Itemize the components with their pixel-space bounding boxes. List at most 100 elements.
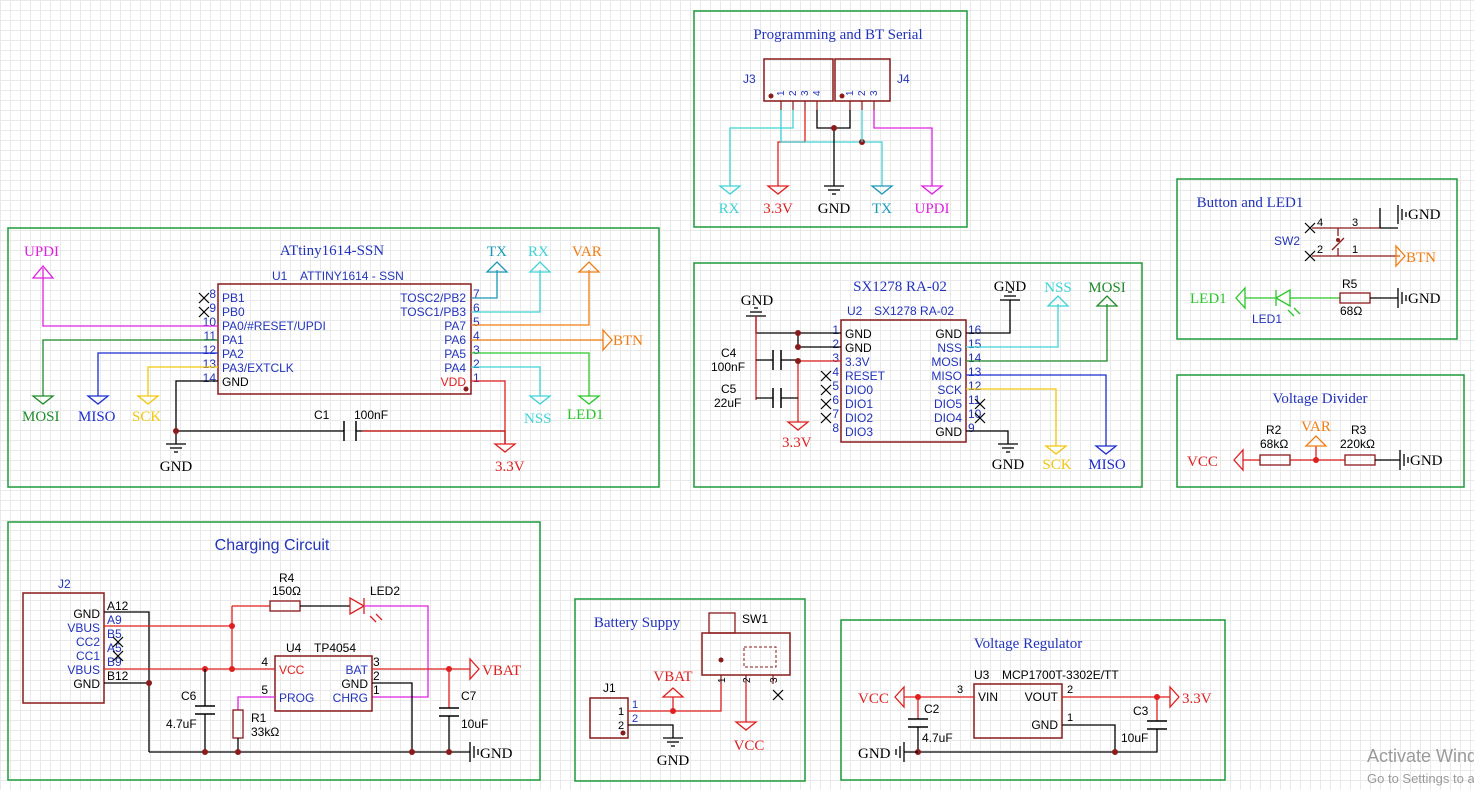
svg-text:16: 16: [968, 323, 982, 337]
svg-text:1: 1: [717, 677, 728, 683]
port-arrow-icon: [1094, 445, 1118, 455]
resistor-icon[interactable]: [1344, 454, 1376, 466]
svg-text:LED1: LED1: [1252, 312, 1282, 326]
ground-icon: [166, 443, 186, 453]
port-arrow-icon: [1395, 244, 1406, 268]
switch-icon[interactable]: [701, 632, 791, 676]
svg-text:3.3V: 3.3V: [845, 355, 870, 369]
svg-text:B12: B12: [107, 669, 129, 683]
pin-name: PA6: [444, 333, 466, 347]
frame-regulator: [840, 619, 1226, 781]
switch-icon[interactable]: [1312, 227, 1400, 257]
svg-text:22uF: 22uF: [714, 396, 741, 410]
wire-tx: [780, 110, 883, 186]
svg-text:33kΩ: 33kΩ: [251, 725, 279, 739]
wire-sck: [147, 366, 218, 396]
svg-text:4.7uF: 4.7uF: [922, 731, 953, 745]
led-icon[interactable]: [1274, 288, 1301, 317]
connector-j2[interactable]: [22, 592, 105, 704]
capacitor-icon[interactable]: [439, 707, 459, 717]
net-label-rx: RX: [719, 201, 740, 217]
port-arrow-icon: [469, 657, 480, 681]
svg-text:DIO1: DIO1: [845, 397, 873, 411]
svg-text:3: 3: [832, 351, 839, 365]
pin-number: 2: [473, 357, 480, 371]
capacitor-icon[interactable]: [343, 421, 357, 441]
ground-icon: [469, 742, 479, 762]
capacitor-icon[interactable]: [908, 718, 928, 728]
ref-j4: J4: [897, 72, 910, 86]
frame-button-led: [1176, 178, 1458, 340]
resistor-icon[interactable]: [232, 709, 244, 739]
svg-text:2: 2: [1067, 684, 1073, 696]
svg-text:DIO4: DIO4: [934, 411, 962, 425]
svg-text:100nF: 100nF: [711, 360, 745, 374]
port-arrow-icon: [485, 261, 509, 273]
svg-text:GND: GND: [935, 425, 962, 439]
svg-text:2: 2: [742, 677, 753, 683]
svg-text:J2: J2: [58, 577, 71, 591]
ground-icon: [1397, 288, 1407, 308]
svg-text:2: 2: [373, 669, 380, 683]
ic-u3[interactable]: [973, 683, 1063, 739]
resistor-icon[interactable]: [269, 600, 301, 612]
watermark-subtitle: Go to Settings to activate Windows.: [1367, 771, 1474, 786]
svg-text:7: 7: [832, 407, 839, 421]
svg-text:C3: C3: [1133, 704, 1149, 718]
wire-rx: [729, 110, 794, 186]
section-title: ATtiny1614-SSN: [280, 243, 384, 259]
pin-name: PA4: [444, 361, 466, 375]
svg-text:TP4054: TP4054: [314, 641, 356, 655]
pin-number: 9: [209, 301, 216, 315]
pin-number: 8: [209, 287, 216, 301]
svg-text:U3: U3: [974, 668, 990, 682]
svg-text:GND: GND: [73, 677, 100, 691]
svg-text:GND: GND: [341, 677, 368, 691]
svg-text:68Ω: 68Ω: [1340, 304, 1362, 318]
connector-j3[interactable]: [763, 58, 834, 102]
svg-text:SCK: SCK: [1042, 457, 1071, 473]
port-arrow-icon: [1169, 685, 1180, 709]
pin-name: PA7: [444, 319, 466, 333]
section-button-led: Button and LED1 4 3 2 1 SW2 GND BTN LED1: [1190, 195, 1441, 326]
pin-number: 11: [204, 329, 217, 343]
svg-text:VOUT: VOUT: [1025, 690, 1059, 704]
net-label-sck: SCK: [132, 409, 161, 425]
pin-name: VDD: [441, 375, 467, 389]
svg-text:VCC: VCC: [734, 738, 765, 754]
ground-icon: [1399, 450, 1409, 470]
svg-text:VCC: VCC: [279, 663, 305, 677]
svg-text:A5: A5: [107, 641, 122, 655]
ic-u1[interactable]: [217, 283, 472, 395]
ground-icon: [1000, 291, 1020, 301]
svg-text:VBAT: VBAT: [653, 669, 692, 685]
ground-icon: [746, 307, 766, 317]
svg-text:MISO: MISO: [931, 369, 962, 383]
svg-text:VCC: VCC: [1187, 454, 1218, 470]
port-arrow-icon: [1304, 435, 1328, 447]
svg-text:150Ω: 150Ω: [272, 584, 301, 598]
port-arrow-icon: [528, 261, 552, 273]
svg-text:NSS: NSS: [1044, 280, 1072, 296]
svg-text:A12: A12: [107, 599, 129, 613]
ground-icon: [998, 443, 1018, 453]
connector-j1[interactable]: [589, 697, 629, 739]
svg-text:R1: R1: [251, 711, 267, 725]
capacitor-icon[interactable]: [772, 350, 782, 408]
frame-voltage-divider: [1176, 374, 1465, 488]
svg-text:1: 1: [618, 706, 624, 718]
ic-u2[interactable]: [840, 319, 967, 443]
resistor-icon[interactable]: [1259, 454, 1291, 466]
svg-text:68kΩ: 68kΩ: [1260, 437, 1288, 451]
resistor-icon[interactable]: [1339, 292, 1371, 304]
capacitor-icon[interactable]: [195, 705, 215, 715]
svg-text:VCC: VCC: [858, 691, 889, 707]
svg-text:VBAT: VBAT: [482, 663, 521, 679]
svg-text:4: 4: [832, 365, 839, 379]
svg-text:DIO5: DIO5: [934, 397, 962, 411]
net-label-led1: LED1: [567, 407, 604, 423]
net-label-3v3: 3.3V: [495, 459, 525, 475]
led-icon[interactable]: [349, 596, 383, 623]
capacitor-icon[interactable]: [1147, 720, 1167, 730]
